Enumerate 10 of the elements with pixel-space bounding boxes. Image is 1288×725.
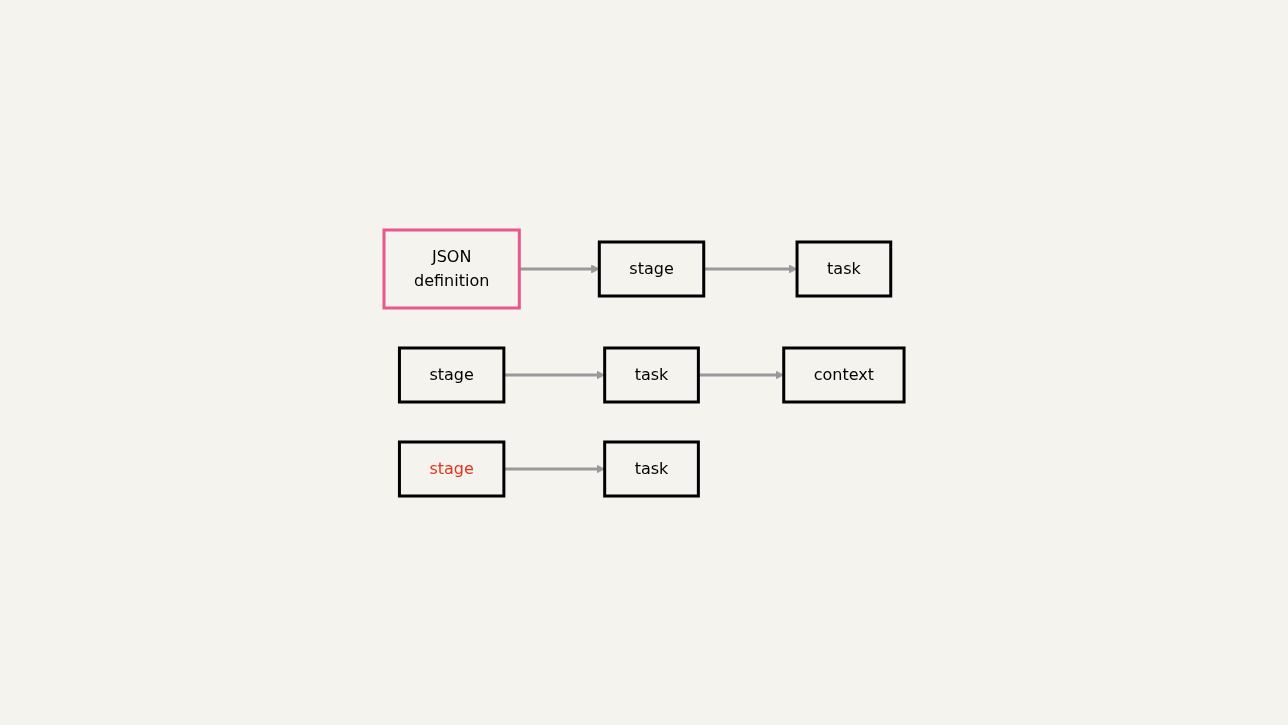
node-box: context xyxy=(782,346,906,403)
arrow xyxy=(519,264,600,273)
node-box: task xyxy=(603,440,700,497)
node-box: stage xyxy=(397,346,506,403)
node-box: task xyxy=(795,240,893,297)
arrow xyxy=(703,264,798,273)
node-box: stage xyxy=(597,240,706,297)
node-box: JSON definition xyxy=(382,228,521,309)
node-box: task xyxy=(603,346,700,403)
node-box: stage xyxy=(397,440,506,497)
